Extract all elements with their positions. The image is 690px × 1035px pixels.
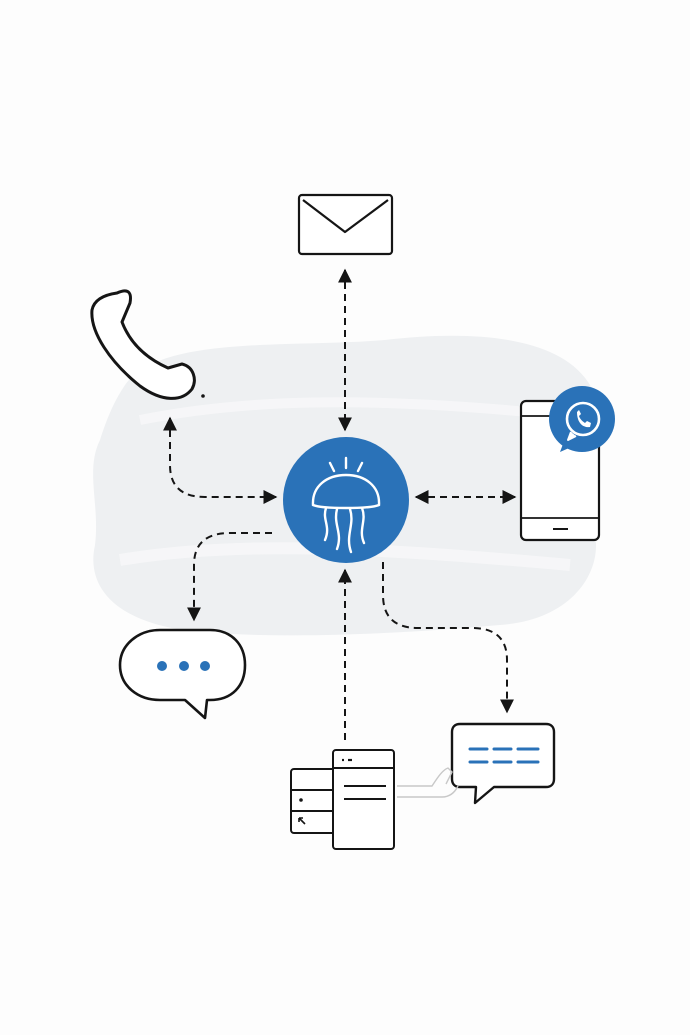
connector-chat [187, 532, 272, 622]
server-stack-icon [290, 749, 395, 850]
chat-bubble-typing-icon [118, 628, 247, 720]
connector-phone [163, 416, 278, 504]
whatsapp-badge-icon [549, 386, 615, 452]
connectors [163, 268, 517, 740]
envelope-icon [297, 193, 394, 256]
server-message-link [397, 767, 459, 798]
connector-messages [382, 562, 514, 714]
smartphone-whatsapp-icon [519, 386, 615, 542]
jellyfish-icon [311, 456, 381, 554]
phone-handset-icon [90, 289, 205, 400]
message-bubble-icon [450, 722, 556, 805]
hub-node [283, 437, 409, 563]
